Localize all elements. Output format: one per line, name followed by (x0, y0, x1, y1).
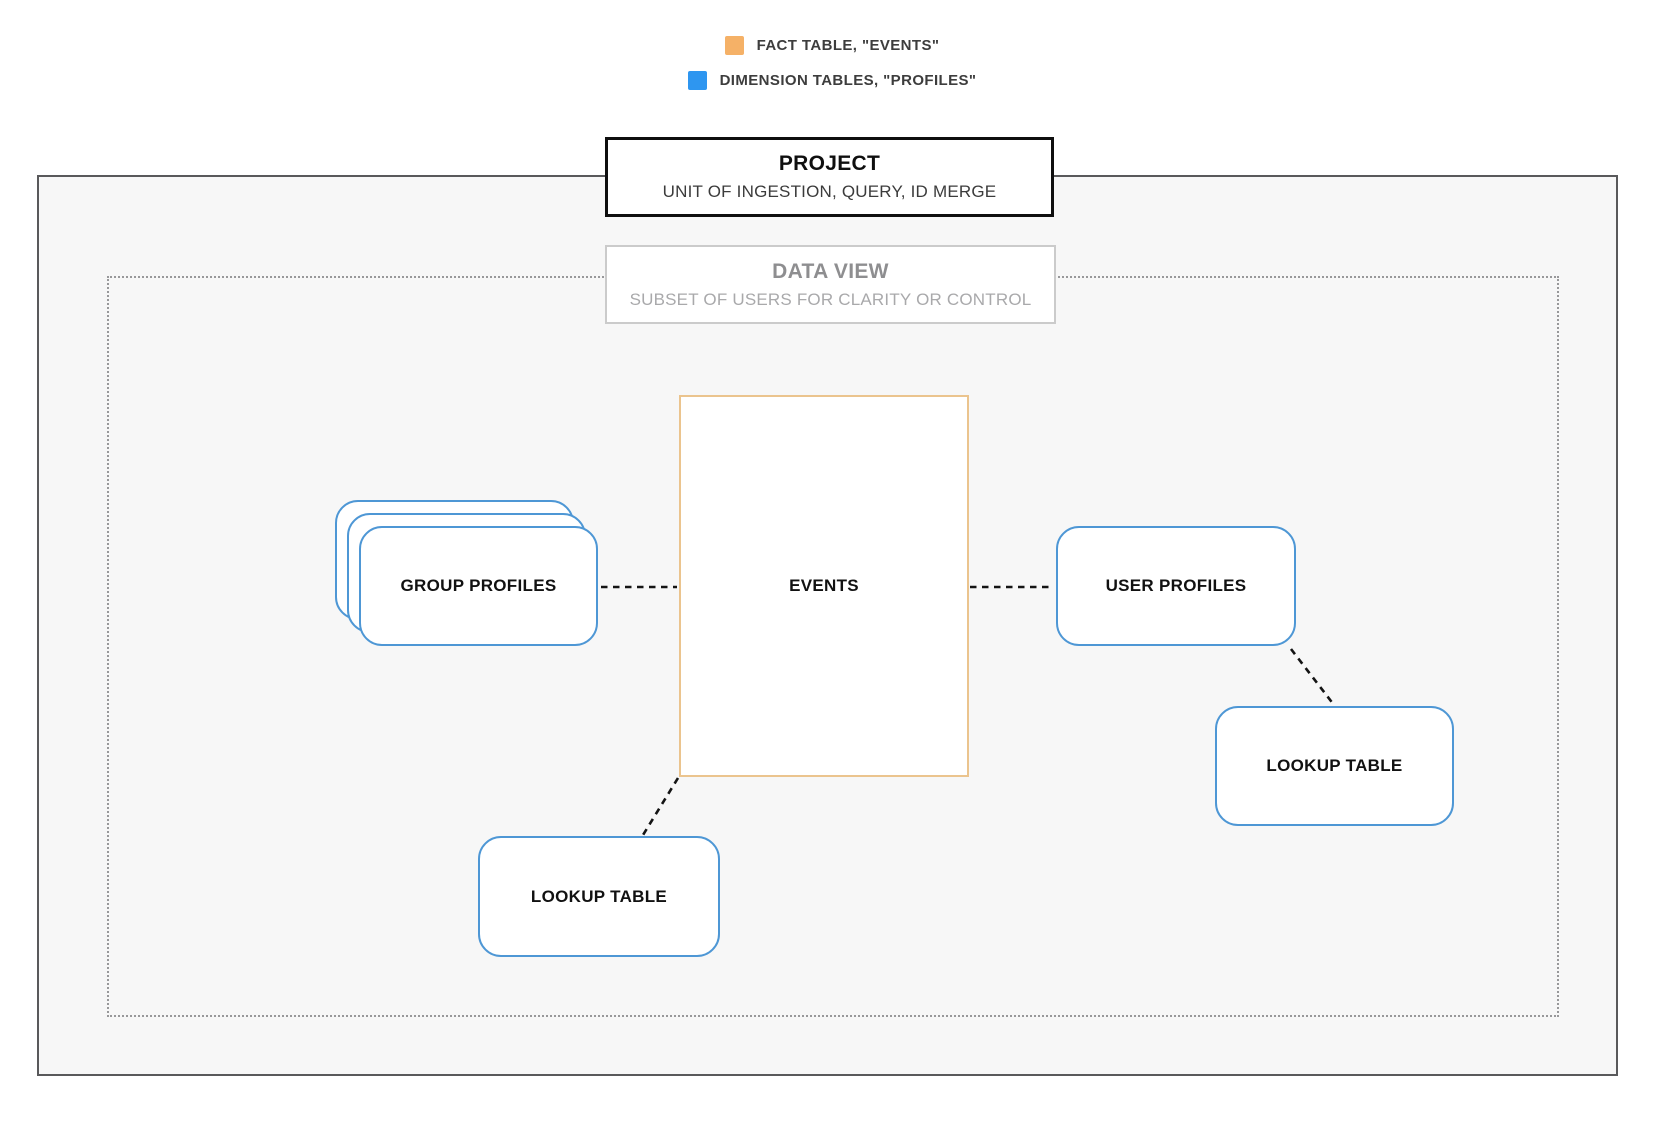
user-profiles-node-label: USER PROFILES (1105, 576, 1247, 595)
legend-item-dimension-tables: DIMENSION TABLES, "PROFILES" (687, 71, 977, 90)
data-view-title: DATA VIEW (772, 259, 889, 283)
data-view-label-box: DATA VIEW SUBSET OF USERS FOR CLARITY OR… (605, 245, 1056, 324)
legend-label-fact-table: FACT TABLE, "EVENTS" (756, 37, 940, 54)
lookup-table-right-node-label: LOOKUP TABLE (1266, 756, 1403, 775)
fact-table-swatch-icon (724, 36, 744, 55)
legend-item-fact-table: FACT TABLE, "EVENTS" (724, 36, 940, 55)
user-profiles-node: USER PROFILES (1056, 526, 1296, 646)
dimension-tables-swatch-icon (687, 71, 707, 90)
project-title: PROJECT (778, 152, 881, 175)
legend-label-dimension-tables: DIMENSION TABLES, "PROFILES" (719, 72, 977, 89)
lookup-table-right-node: LOOKUP TABLE (1215, 706, 1454, 826)
group-profiles-node-label: GROUP PROFILES (400, 576, 557, 595)
project-label-box: PROJECT UNIT OF INGESTION, QUERY, ID MER… (605, 137, 1054, 217)
lookup-table-bottom-node-label: LOOKUP TABLE (530, 886, 668, 906)
events-node: EVENTS (679, 395, 969, 777)
group-profiles-node: GROUP PROFILES (359, 526, 598, 646)
data-view-subtitle: SUBSET OF USERS FOR CLARITY OR CONTROL (629, 289, 1032, 309)
events-node-label: EVENTS (789, 576, 859, 595)
legend: FACT TABLE, "EVENTS" DIMENSION TABLES, "… (0, 36, 1664, 90)
project-subtitle: UNIT OF INGESTION, QUERY, ID MERGE (662, 182, 997, 201)
lookup-table-bottom-node: LOOKUP TABLE (478, 836, 720, 957)
